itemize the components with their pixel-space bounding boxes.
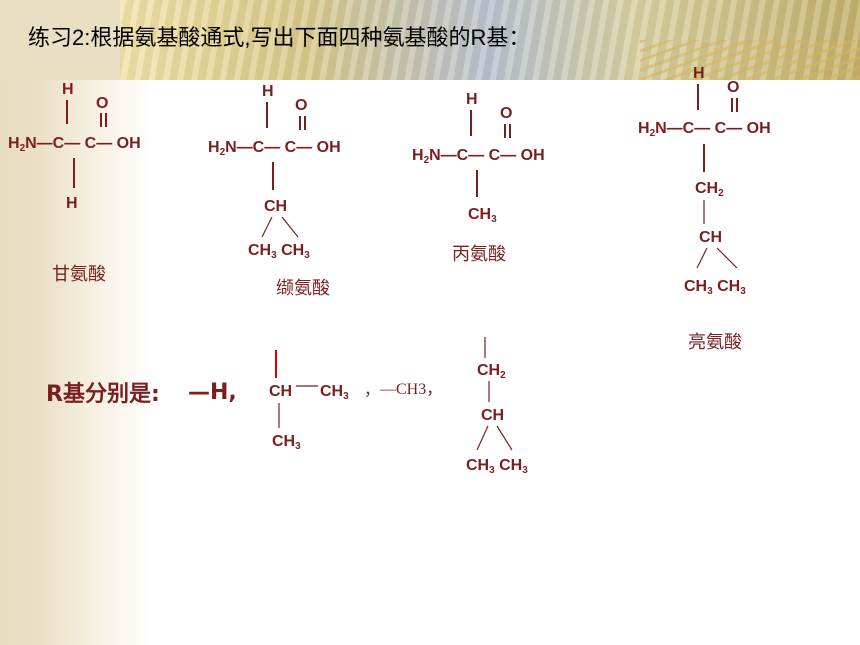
alanine-ch3: CH3 [468,206,497,225]
leucine-ch3-pair: CH3 CH3 [684,278,746,297]
glycine-name: 甘氨酸 [52,264,106,285]
glycine-structure: H O H2N—C— C— OH H 甘氨酸 [8,81,141,285]
answer-r2-ch3-bottom: CH3 [272,433,301,452]
valine-ch3-pair: CH3 CH3 [248,242,310,261]
answer-r4-ch: CH [481,407,504,424]
answer-row: R基分别是: —H, CH CH3 CH3 ， —CH3， CH2 CH CH3… [46,337,528,476]
leucine-top-h: H [693,65,705,82]
glycine-o: O [96,95,108,112]
alanine-o: O [500,105,512,122]
answer-label: R基分别是: [46,382,160,407]
leucine-name: 亮氨酸 [688,332,742,353]
content-area [150,80,860,645]
leucine-o: O [727,79,739,96]
valine-ch: CH [264,198,287,215]
valine-name: 缬氨酸 [276,278,330,299]
page-title: 练习2:根据氨基酸通式,写出下面四种氨基酸的R基： [28,25,531,50]
glycine-backbone: H2N—C— C— OH [8,135,141,154]
glycine-top-h: H [62,81,74,98]
valine-structure: H O H2N—C— C— OH CH CH3 CH3 缬氨酸 [208,83,341,299]
left-decorative-band [0,0,152,645]
glycine-side-h: H [66,195,78,212]
alanine-name: 丙氨酸 [452,244,506,265]
answer-r2-ch: CH [269,383,292,400]
answer-r3: —CH3， [379,381,442,398]
answer-r4-ch3-pair: CH3 CH3 [466,457,528,476]
answer-r1: —H, [188,380,237,405]
alanine-top-h: H [466,91,478,108]
leucine-backbone: H2N—C— C— OH [638,120,771,139]
valine-top-h: H [262,83,274,100]
leucine-ch2: CH2 [695,180,724,199]
leucine-structure: H O H2N—C— C— OH CH2 CH CH3 CH3 亮氨酸 [638,65,771,353]
alanine-structure: H O H2N—C— C— OH CH3 丙氨酸 [412,91,545,265]
valine-o: O [295,97,307,114]
answer-r4-ch2: CH2 [477,362,506,381]
alanine-backbone: H2N—C— C— OH [412,147,545,166]
leucine-ch: CH [699,229,722,246]
answer-sep: ， [364,382,380,399]
valine-backbone: H2N—C— C— OH [208,139,341,158]
answer-r2-ch3-right: CH3 [320,383,349,402]
